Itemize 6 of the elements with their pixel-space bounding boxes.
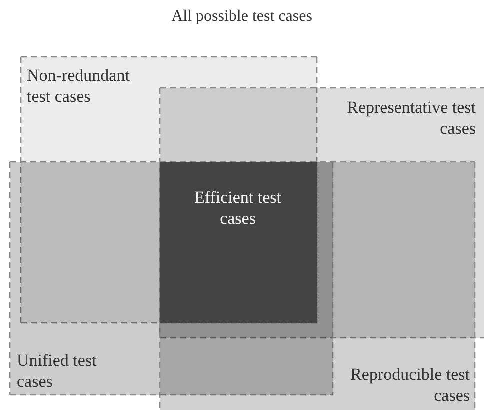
set-label: Efficient test cases	[190, 187, 286, 229]
set-label: Representative test cases	[340, 97, 476, 139]
set-label: Unified test cases	[17, 350, 117, 392]
set-label: Non-redundant test cases	[27, 65, 137, 107]
diagram-title: All possible test cases	[170, 8, 314, 26]
set-label: Reproducible test cases	[350, 364, 470, 406]
